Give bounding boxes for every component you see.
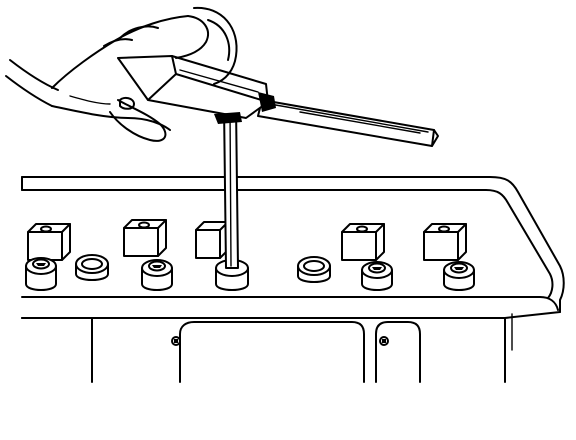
cylinder-head-cover-icon [21,176,565,383]
tee-handle-tool-icon [117,55,439,269]
hand-icon [5,6,238,142]
boss-icon [195,221,229,259]
bolt-icon [443,261,475,291]
plug-icon [297,256,331,283]
boss-icon [123,219,167,257]
boss-icon [341,223,385,261]
boss-icon [423,223,467,261]
bolt-icon [141,259,173,291]
nut-icon [75,254,109,281]
bolt-icon [361,261,393,291]
boss-icon [27,223,71,261]
bolt-icon [25,257,57,291]
